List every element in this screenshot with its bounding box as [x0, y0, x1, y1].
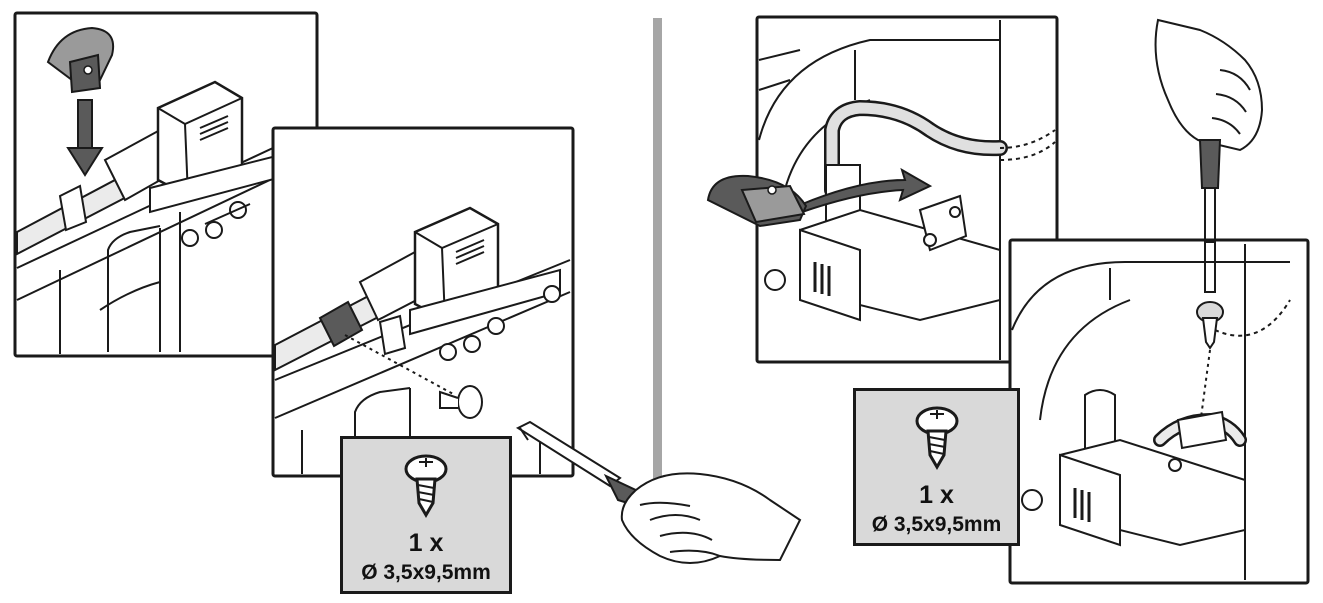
- screw-spec-box-right: 1 x Ø 3,5x9,5mm: [853, 388, 1020, 546]
- step-divider: [653, 18, 662, 480]
- cable-clip: [46, 26, 114, 94]
- screw-quantity: 1 x: [919, 481, 954, 509]
- hand-icon: [1154, 18, 1264, 152]
- arrow-curved-icon: [798, 167, 933, 214]
- panel-left-2: [271, 126, 575, 478]
- arrow-down-icon: [66, 99, 104, 177]
- panel-right-1: [755, 15, 1059, 364]
- screw-spec-box-left: 1 x Ø 3,5x9,5mm: [340, 436, 512, 594]
- screw-icon: [915, 406, 958, 470]
- hand-icon: [620, 472, 802, 564]
- screw-size: Ø 3,5x9,5mm: [871, 513, 1002, 536]
- screw-icon: [439, 385, 483, 419]
- panel-right-2: [1008, 238, 1310, 585]
- screw-quantity: 1 x: [408, 529, 444, 557]
- screw-icon: [1196, 301, 1224, 350]
- screw-size: Ø 3,5x9,5mm: [361, 561, 491, 584]
- cable-clip: [706, 174, 808, 228]
- screw-icon: [404, 454, 448, 518]
- panel-left-1: [13, 11, 319, 358]
